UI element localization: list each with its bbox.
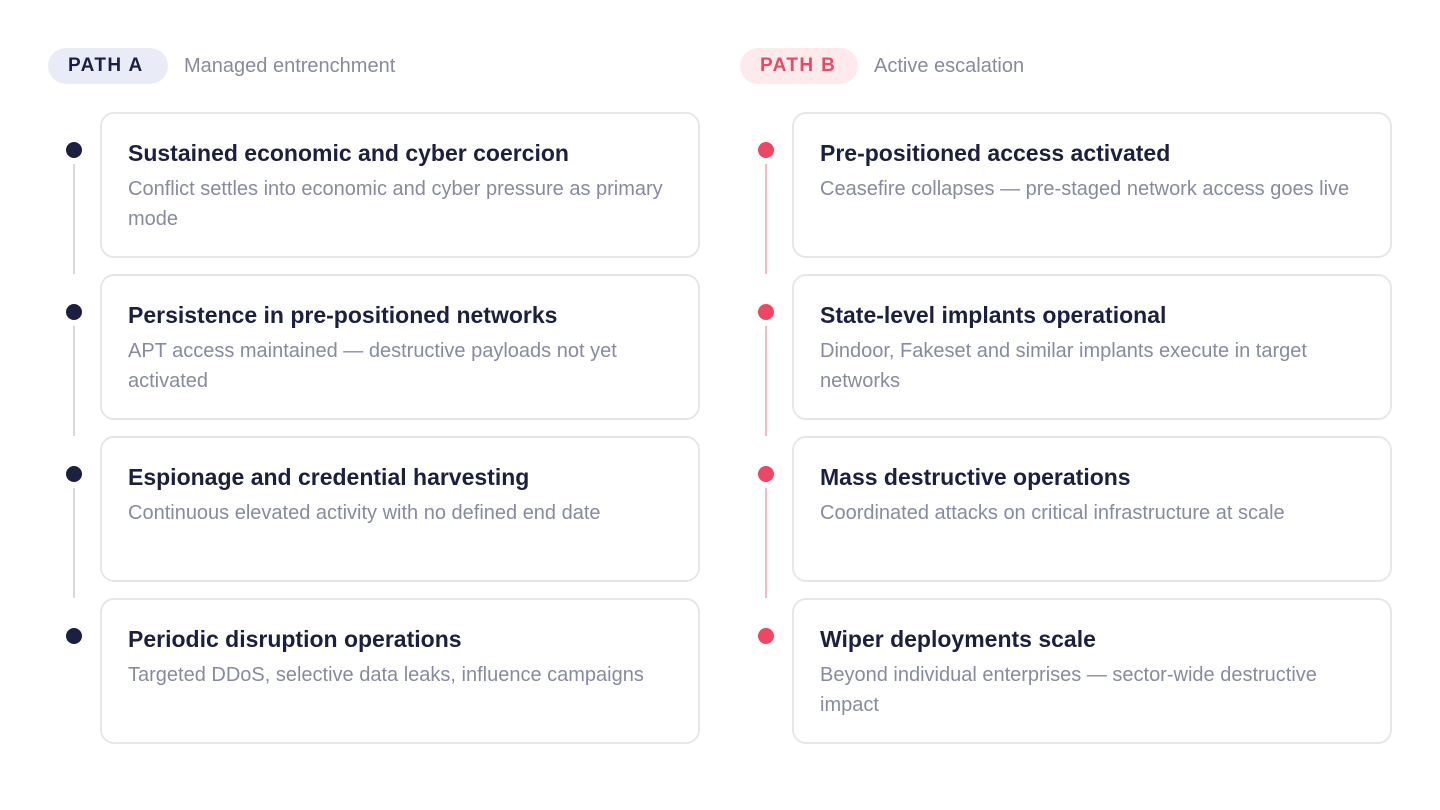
step-card: State-level implants operational Dindoor… [792, 274, 1392, 420]
path-b-step-1: Pre-positioned access activated Ceasefir… [740, 112, 1392, 274]
path-a-header: PATH A Managed entrenchment [48, 48, 700, 84]
step-card: Persistence in pre-positioned networks A… [100, 274, 700, 420]
path-a-step-2: Persistence in pre-positioned networks A… [48, 274, 700, 436]
timeline-dot [66, 466, 82, 482]
timeline-dot [758, 628, 774, 644]
step-description: Conflict settles into economic and cyber… [128, 178, 663, 230]
path-b-step-2: State-level implants operational Dindoor… [740, 274, 1392, 436]
step-title: Periodic disruption operations [128, 626, 462, 652]
step-description: Coordinated attacks on critical infrastr… [820, 502, 1285, 524]
step-description: Ceasefire collapses — pre-staged network… [820, 178, 1350, 200]
timeline-dot [758, 142, 774, 158]
timeline-dot [758, 466, 774, 482]
path-a-column: PATH A Managed entrenchment Sustained ec… [48, 48, 700, 744]
step-description: Beyond individual enterprises — sector-w… [820, 664, 1317, 716]
step-title: Wiper deployments scale [820, 626, 1096, 652]
path-b-header: PATH B Active escalation [740, 48, 1392, 84]
timeline-dot [66, 628, 82, 644]
step-title: State-level implants operational [820, 302, 1167, 328]
path-b-steps: Pre-positioned access activated Ceasefir… [740, 112, 1392, 744]
timeline-connector [73, 164, 75, 274]
step-card: Sustained economic and cyber coercion Co… [100, 112, 700, 258]
step-title: Sustained economic and cyber coercion [128, 140, 569, 166]
timeline-connector [765, 164, 767, 274]
timeline-dot [66, 304, 82, 320]
step-card: Mass destructive operations Coordinated … [792, 436, 1392, 582]
step-title: Espionage and credential harvesting [128, 464, 530, 490]
path-b-badge: PATH B [740, 48, 858, 84]
step-description: Dindoor, Fakeset and similar implants ex… [820, 340, 1307, 392]
step-title: Pre-positioned access activated [820, 140, 1171, 166]
timeline-dot [758, 304, 774, 320]
step-description: Continuous elevated activity with no def… [128, 502, 601, 524]
timeline-dot [66, 142, 82, 158]
step-description: APT access maintained — destructive payl… [128, 340, 617, 392]
step-title: Mass destructive operations [820, 464, 1131, 490]
step-description: Targeted DDoS, selective data leaks, inf… [128, 664, 644, 686]
step-title: Persistence in pre-positioned networks [128, 302, 558, 328]
step-card: Espionage and credential harvesting Cont… [100, 436, 700, 582]
path-a-step-4: Periodic disruption operations Targeted … [48, 598, 700, 744]
path-a-badge: PATH A [48, 48, 168, 84]
path-a-step-3: Espionage and credential harvesting Cont… [48, 436, 700, 598]
path-b-subtitle: Active escalation [874, 55, 1025, 77]
step-card: Periodic disruption operations Targeted … [100, 598, 700, 744]
path-b-step-3: Mass destructive operations Coordinated … [740, 436, 1392, 598]
path-a-step-1: Sustained economic and cyber coercion Co… [48, 112, 700, 274]
path-b-column: PATH B Active escalation Pre-positioned … [740, 48, 1392, 744]
path-b-step-4: Wiper deployments scale Beyond individua… [740, 598, 1392, 744]
path-a-subtitle: Managed entrenchment [184, 55, 396, 77]
timeline-connector [765, 488, 767, 598]
timeline-connector [73, 326, 75, 436]
step-card: Wiper deployments scale Beyond individua… [792, 598, 1392, 744]
timeline-connector [73, 488, 75, 598]
timeline-connector [765, 326, 767, 436]
path-a-steps: Sustained economic and cyber coercion Co… [48, 112, 700, 744]
step-card: Pre-positioned access activated Ceasefir… [792, 112, 1392, 258]
